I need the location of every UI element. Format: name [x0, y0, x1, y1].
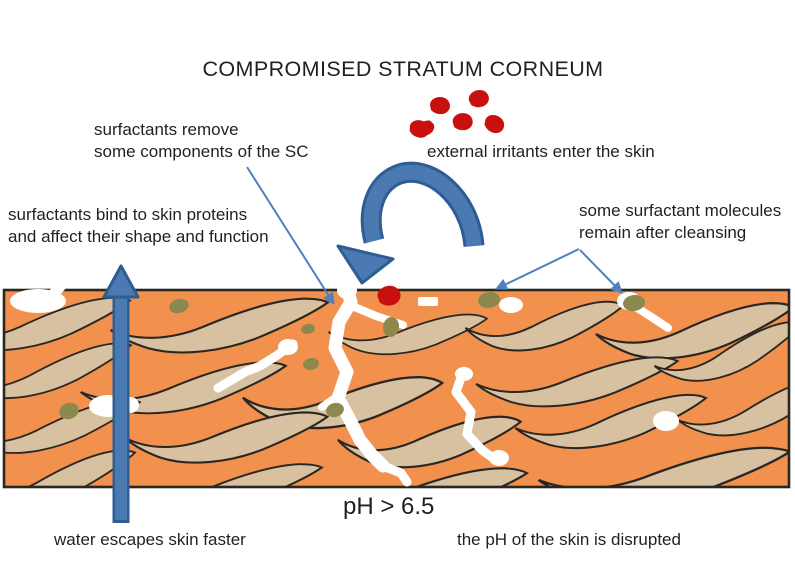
irritant-drop-icon: [481, 112, 508, 136]
white-crack: [328, 276, 390, 473]
label-surfactants-remove: surfactants remove some components of th…: [94, 120, 309, 162]
annotation-pointers: [246, 166, 623, 305]
pointer-line-molecule-left: [495, 248, 580, 290]
irritant-cluster: [376, 87, 508, 308]
irritant-drop-icon: [452, 112, 474, 132]
white-patch: [418, 297, 438, 306]
up-arrow-head: [102, 264, 140, 299]
curved-arrow-head: [336, 244, 395, 285]
white-patch: [278, 339, 298, 355]
surfactant-molecules: [59, 291, 645, 420]
label-ph-value: pH > 6.5: [343, 493, 435, 520]
white-patch: [489, 450, 509, 466]
white-patch: [455, 367, 473, 381]
white-crack: [213, 339, 298, 393]
surfactant-molecule-blob: [59, 402, 79, 420]
white-crack: [318, 392, 342, 411]
curved-down-arrow-icon: [336, 161, 485, 285]
irritant-drop-icon: [467, 87, 491, 110]
white-patch: [44, 268, 82, 304]
surfactant-molecule-blob: [303, 357, 319, 371]
surfactant-molecule-blob: [301, 323, 315, 335]
label-external-irritants: external irritants enter the skin: [427, 142, 655, 161]
label-molecules-remain: some surfactant molecules remain after c…: [579, 201, 782, 243]
white-patch: [499, 297, 523, 313]
label-surfactants-bind: surfactants bind to skin proteins and af…: [8, 205, 269, 247]
surfactant-molecule-blob: [382, 317, 400, 337]
irritant-drop-icon: [430, 97, 450, 115]
white-patch: [653, 411, 679, 431]
water-up-arrow-icon: [102, 264, 140, 523]
surfactant-molecule-blob: [169, 298, 189, 314]
pointer-line-molecule-right: [579, 249, 623, 294]
pointer-line-removed-components: [246, 166, 335, 305]
surfactant-molecule-blob: [478, 291, 500, 309]
label-water-escapes: water escapes skin faster: [54, 530, 246, 549]
white-crack: [451, 367, 502, 466]
page-title: COMPROMISED STRATUM CORNEUM: [202, 57, 604, 81]
surfactant-molecule-blob: [326, 402, 344, 418]
surfactant-molecule-blob: [623, 294, 645, 312]
label-ph-disrupted: the pH of the skin is disrupted: [457, 530, 681, 549]
white-crack: [378, 461, 412, 487]
curved-arrow-body: [363, 164, 482, 247]
